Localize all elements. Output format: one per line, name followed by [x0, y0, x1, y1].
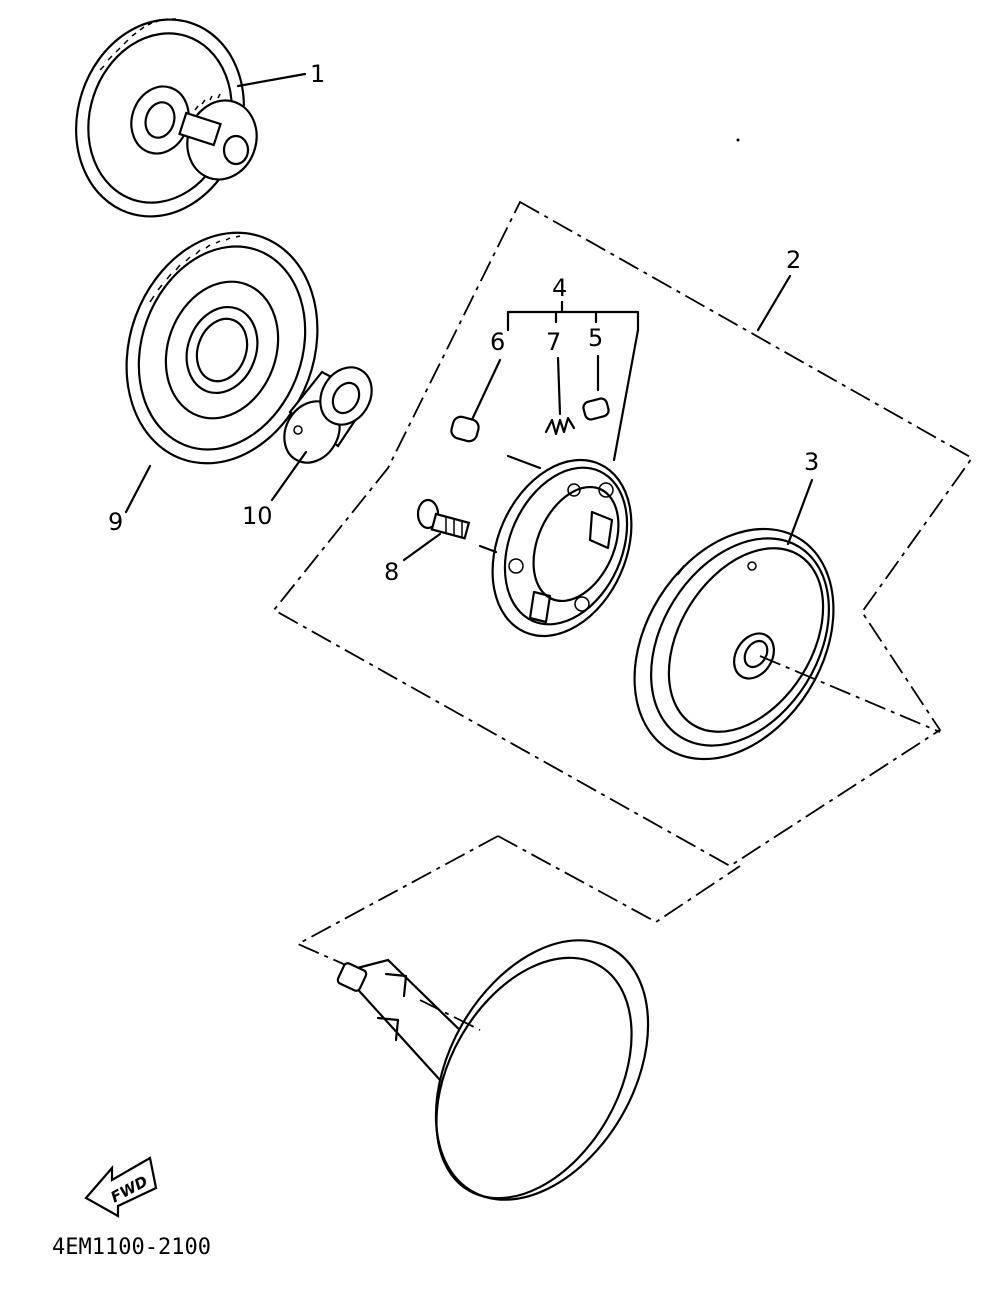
assembly-boundary-2 — [272, 200, 974, 868]
part-9-gear-wheel — [125, 231, 319, 465]
callout-4: 4 — [552, 274, 567, 302]
callout-3: 3 — [804, 448, 819, 476]
callout-10: 10 — [242, 502, 273, 530]
callout-8: 8 — [384, 558, 399, 586]
callout-5: 5 — [588, 324, 603, 352]
part-1-idler-gear — [75, 18, 258, 218]
one-way-clutch-ring — [491, 458, 633, 638]
part-5-plunger — [582, 397, 610, 421]
lower-assembly-boundary — [497, 835, 741, 924]
part-7-spring — [544, 416, 576, 436]
callout-7: 7 — [546, 328, 561, 356]
callout-1: 1 — [310, 60, 325, 88]
part-8-bolt — [416, 498, 471, 540]
part-6-roller — [450, 415, 480, 443]
fwd-arrow-icon: FWD — [84, 1156, 158, 1218]
callout-6: 6 — [490, 328, 505, 356]
starter-wheel-gear — [336, 939, 650, 1201]
part-10-collar — [283, 366, 373, 464]
diagram-part-number: 4EM1100-2100 — [52, 1235, 211, 1260]
callout-9: 9 — [108, 508, 123, 536]
callout-2: 2 — [786, 246, 801, 274]
part-3-clutch-housing — [633, 527, 835, 761]
